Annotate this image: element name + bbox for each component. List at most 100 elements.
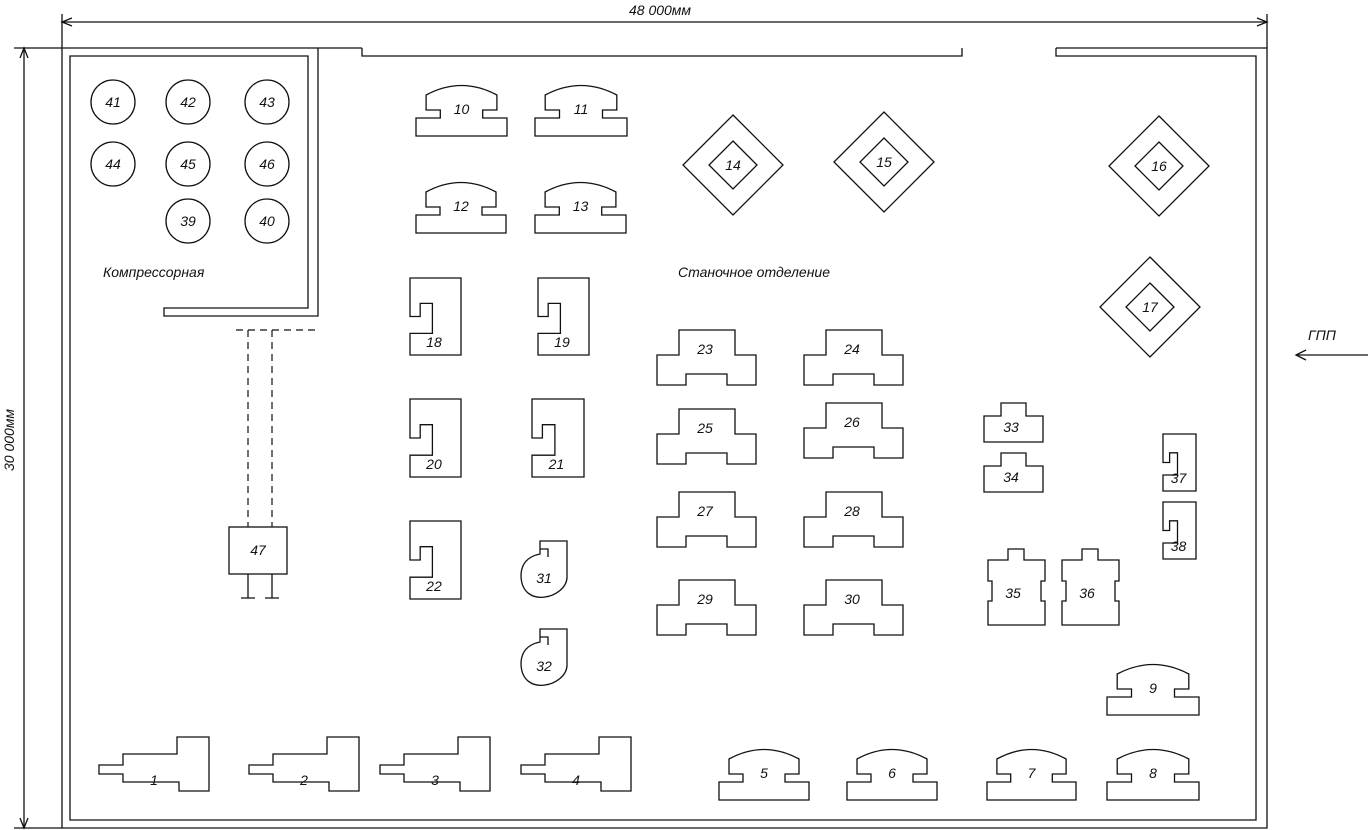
- equipment-number: 21: [548, 456, 565, 472]
- machine-15: 15: [833, 111, 935, 213]
- machine-18: 18: [409, 277, 462, 356]
- equipment-number: 38: [1171, 538, 1187, 554]
- machine-10: 10: [415, 84, 508, 137]
- machine-outline: [987, 548, 1046, 626]
- machine-outline: [983, 452, 1044, 493]
- machine-outline: [983, 402, 1044, 443]
- machine-outline: [803, 579, 904, 636]
- machine-outline: [520, 540, 568, 598]
- machine-38: 38: [1162, 501, 1197, 560]
- equipment-number: 45: [180, 156, 196, 172]
- machine-32: 32: [520, 628, 568, 686]
- machine-26: 26: [803, 402, 904, 459]
- machine-outline: [708, 140, 758, 190]
- machine-outline: [1106, 663, 1200, 716]
- cable-run: [236, 329, 318, 527]
- equipment-number: 13: [573, 198, 589, 214]
- machine-outline: [537, 277, 590, 356]
- machine-outline: [803, 329, 904, 386]
- machine-21: 21: [531, 398, 585, 478]
- equipment-number: 26: [843, 414, 860, 430]
- machine-detail: [540, 548, 549, 557]
- machine-34: 34: [983, 452, 1044, 493]
- machine-3: 3: [379, 736, 491, 792]
- equipment-number: 5: [760, 765, 768, 781]
- machine-outline: [98, 736, 210, 792]
- equipment-number: 34: [1003, 469, 1019, 485]
- machine-17: 17: [1099, 256, 1201, 358]
- machine-outline: [1125, 282, 1175, 332]
- machine-29: 29: [656, 579, 757, 636]
- equipment-number: 28: [843, 503, 860, 519]
- equipment-number: 3: [431, 772, 439, 788]
- machine-20: 20: [409, 398, 462, 478]
- equipment-number: 47: [250, 542, 267, 558]
- compressor-outline: [244, 79, 290, 125]
- equipment-number: 16: [1151, 158, 1167, 174]
- machine-25: 25: [656, 408, 757, 465]
- equipment-number: 11: [574, 101, 589, 117]
- compressor-41: 41: [90, 79, 136, 125]
- equipment-number: 43: [259, 94, 275, 110]
- equipment-number: 40: [259, 213, 275, 229]
- machine-11: 11: [534, 84, 628, 137]
- machine-19: 19: [537, 277, 590, 356]
- compressor-46: 46: [244, 141, 290, 187]
- machine-37: 37: [1162, 433, 1197, 492]
- machine-8: 8: [1106, 748, 1200, 801]
- compressor-outline: [165, 79, 211, 125]
- machine-outline: [859, 137, 909, 187]
- transformer-outline: [228, 526, 288, 575]
- equipment-number: 10: [454, 101, 470, 117]
- machine-2: 2: [248, 736, 360, 792]
- height-dimension: 30 000мм: [1, 46, 62, 830]
- compressor-outline: [244, 141, 290, 187]
- equipment-number: 1: [150, 772, 158, 788]
- machine-13: 13: [534, 181, 627, 234]
- equipment-number: 32: [536, 658, 552, 674]
- equipment-number: 36: [1079, 585, 1095, 601]
- machine-12: 12: [415, 181, 507, 234]
- equipment-number: 23: [696, 341, 713, 357]
- equipment-number: 17: [1142, 299, 1159, 315]
- ground-terminal: [241, 574, 255, 599]
- equipment-number: 33: [1003, 419, 1019, 435]
- compressor-outline: [90, 79, 136, 125]
- machine-35: 35: [987, 548, 1046, 626]
- compressor-40: 40: [244, 198, 290, 244]
- machine-shop-label: Станочное отделение: [678, 264, 830, 280]
- machine-outline: [682, 114, 784, 216]
- equipment-number: 37: [1171, 470, 1188, 486]
- machine-outline: [379, 736, 491, 792]
- equipment-number: 2: [299, 772, 308, 788]
- compressor-outline: [165, 198, 211, 244]
- equipment-number: 20: [425, 456, 442, 472]
- machine-6: 6: [846, 748, 938, 801]
- equipment-number: 39: [180, 213, 196, 229]
- machine-1: 1: [98, 736, 210, 792]
- width-dimension: 48 000мм: [60, 2, 1269, 48]
- machine-outline: [409, 398, 462, 478]
- equipment-number: 9: [1149, 680, 1157, 696]
- equipment-number: 24: [843, 341, 860, 357]
- machine-outline: [415, 84, 508, 137]
- machine-outline: [534, 84, 628, 137]
- machine-outline: [803, 491, 904, 548]
- ground-terminal: [265, 574, 279, 599]
- machine-outline: [409, 520, 462, 600]
- machine-outline: [1106, 748, 1200, 801]
- compressor-outline: [244, 198, 290, 244]
- machine-16: 16: [1108, 115, 1210, 217]
- equipment-number: 42: [180, 94, 196, 110]
- equipment-number: 14: [725, 157, 741, 173]
- equipment-number: 8: [1149, 765, 1157, 781]
- compressor-42: 42: [165, 79, 211, 125]
- machine-24: 24: [803, 329, 904, 386]
- equipment-number: 15: [876, 154, 892, 170]
- building-walls: [61, 47, 1268, 829]
- equipment-number: 19: [554, 334, 570, 350]
- machine-23: 23: [656, 329, 757, 386]
- machine-33: 33: [983, 402, 1044, 443]
- machine-outline: [1162, 433, 1197, 492]
